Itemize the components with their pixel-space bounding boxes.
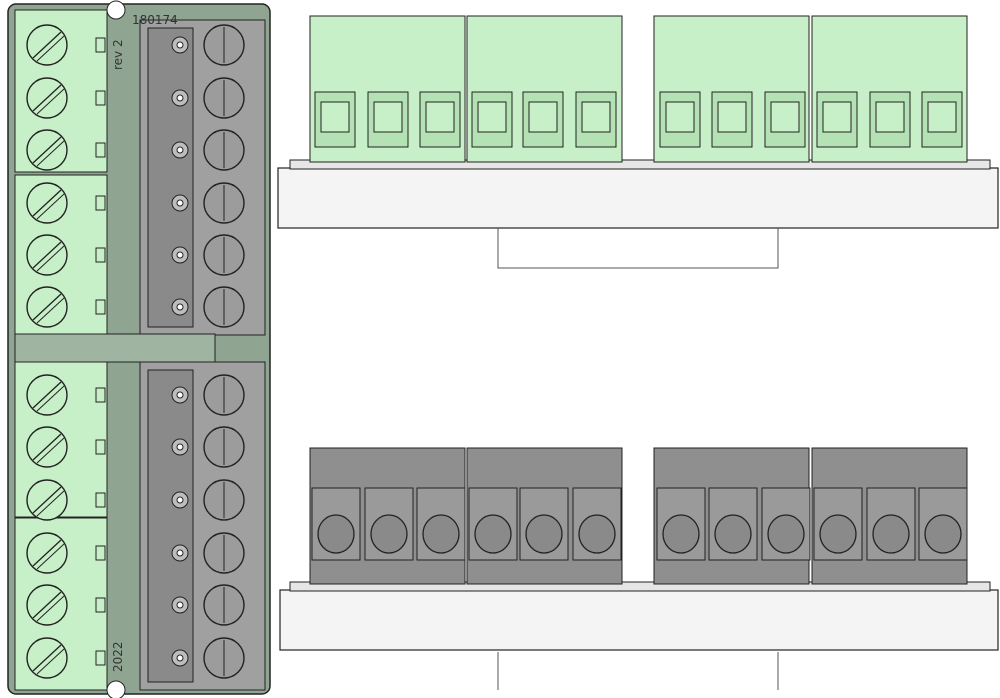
grey-terminal-row	[309, 447, 968, 585]
green-terminal-column	[14, 9, 108, 691]
rev-label: rev 2	[111, 39, 125, 70]
screw-slot	[36, 245, 65, 272]
screw-slot	[36, 193, 65, 220]
base-plate-bottom	[279, 589, 999, 651]
terminal-screw	[662, 514, 700, 554]
screw-slot	[36, 385, 65, 412]
screw-slot	[32, 486, 62, 514]
screw-slot	[32, 433, 62, 461]
screw-slot	[32, 644, 62, 672]
wire-slot-inner	[581, 101, 611, 133]
terminal-screw	[924, 514, 962, 554]
screw-slot	[32, 31, 62, 59]
pin-hole-center	[176, 654, 184, 662]
wire-slot-inner	[425, 101, 455, 133]
terminal-screw	[872, 514, 910, 554]
pin-hole-center	[176, 303, 184, 311]
pin-hole-center	[176, 549, 184, 557]
header-latch	[147, 27, 194, 328]
screw-slot	[36, 490, 65, 517]
screw-slot	[32, 591, 62, 619]
terminal-screw	[714, 514, 752, 554]
screw-slot	[32, 539, 62, 567]
header-latch	[147, 369, 194, 683]
part-label: 180174	[132, 13, 178, 27]
grey-header-column	[139, 19, 266, 691]
wire-slot-inner	[927, 101, 957, 133]
screw-slot	[36, 35, 65, 62]
terminal-screw	[525, 514, 563, 554]
terminal-screw	[317, 514, 355, 554]
pcb-strip-top	[289, 159, 991, 170]
wire-entry	[95, 90, 106, 106]
wire-entry	[95, 597, 106, 613]
wire-slot-inner	[320, 101, 350, 133]
pin-hole-center	[176, 601, 184, 609]
wire-entry	[95, 299, 106, 315]
pin-hole-center	[176, 391, 184, 399]
wire-entry	[95, 650, 106, 666]
leg-outline-top	[497, 228, 779, 269]
wire-entry	[95, 492, 106, 508]
terminal-screw	[474, 514, 512, 554]
year-label: 2022	[111, 641, 125, 672]
pin-hole-center	[176, 146, 184, 154]
screw-slot	[36, 437, 65, 464]
screw-slot	[32, 381, 62, 409]
screw-slot	[32, 136, 62, 164]
wire-entry	[95, 37, 106, 53]
wire-entry	[95, 195, 106, 211]
side-view-green	[277, 15, 999, 269]
pin-hole-center	[176, 251, 184, 259]
screw-slot	[36, 88, 65, 115]
screw-slot	[36, 140, 65, 167]
pin-hole-center	[176, 199, 184, 207]
screw-slot	[32, 84, 62, 112]
terminal-screw	[578, 514, 616, 554]
wire-entry	[95, 545, 106, 561]
center-divider	[14, 333, 216, 363]
top-view: rev 2 2022 180174	[7, 0, 271, 698]
side-view-grey	[279, 447, 999, 690]
pin-hole-center	[176, 94, 184, 102]
wire-slot-inner	[822, 101, 852, 133]
pin-hole-center	[176, 496, 184, 504]
wire-slot-inner	[528, 101, 558, 133]
pin-hole-center	[176, 443, 184, 451]
screw-slot	[32, 293, 62, 321]
screw-slot	[36, 595, 65, 622]
pcb-strip-bottom	[289, 581, 991, 592]
wire-slot-inner	[665, 101, 695, 133]
wire-slot-inner	[875, 101, 905, 133]
wire-slot-inner	[477, 101, 507, 133]
screw-slot	[32, 189, 62, 217]
wire-slot-inner	[717, 101, 747, 133]
terminal-screw	[422, 514, 460, 554]
wire-entry	[95, 247, 106, 263]
pin-hole-center	[176, 41, 184, 49]
base-plate-top	[277, 167, 999, 229]
green-terminal-row	[309, 15, 968, 163]
mounting-hole-top	[106, 0, 126, 20]
wire-entry	[95, 142, 106, 158]
wire-slot-inner	[770, 101, 800, 133]
screw-slot	[32, 241, 62, 269]
wire-slot-inner	[373, 101, 403, 133]
wire-entry	[95, 439, 106, 455]
wire-entry	[95, 387, 106, 403]
screw-slot	[36, 543, 65, 570]
mounting-hole-bottom	[106, 680, 126, 698]
terminal-screw	[370, 514, 408, 554]
terminal-screw	[819, 514, 857, 554]
screw-slot	[36, 297, 65, 324]
screw-slot	[36, 648, 65, 675]
terminal-screw	[767, 514, 805, 554]
